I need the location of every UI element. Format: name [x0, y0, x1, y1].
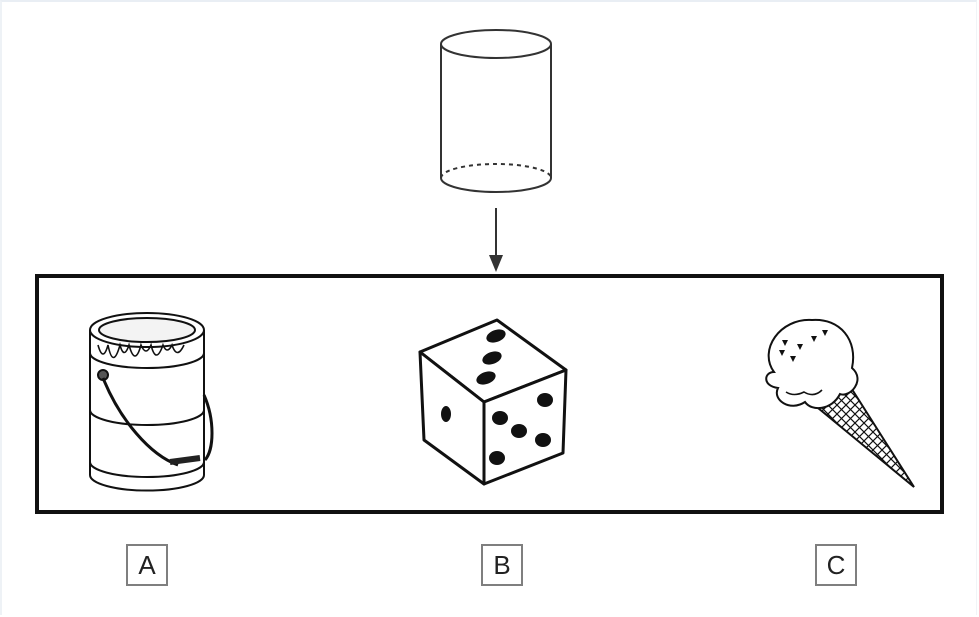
die-icon: [418, 318, 568, 486]
down-arrow-icon: [489, 208, 503, 272]
option-label-a: A: [126, 544, 168, 586]
cylinder-icon: [440, 29, 552, 193]
option-label-b: B: [481, 544, 523, 586]
options-frame: [35, 274, 944, 514]
option-label-c: C: [815, 544, 857, 586]
ice-cream-cone-icon: [765, 318, 915, 488]
paint-can-icon: [89, 312, 214, 492]
